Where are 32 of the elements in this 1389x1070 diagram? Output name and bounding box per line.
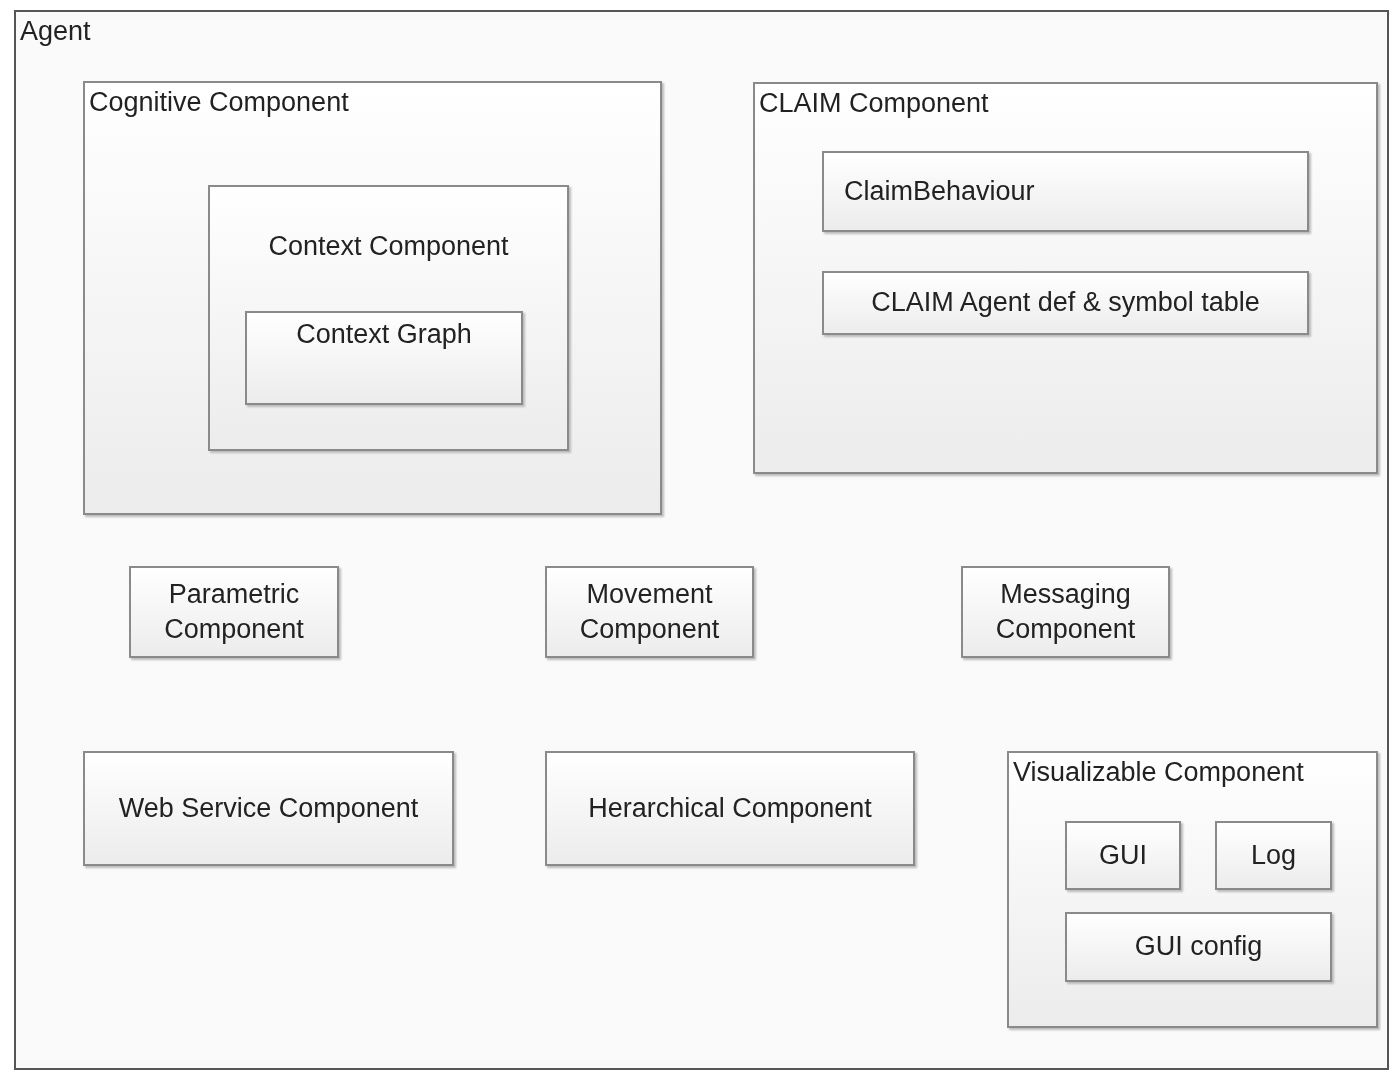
component-box [545, 566, 754, 658]
component-label: Context Component [267, 230, 510, 263]
component-container [208, 185, 569, 451]
component-label: Log [1249, 838, 1298, 872]
component-label: Cognitive Component [89, 86, 349, 119]
component-container [83, 81, 662, 515]
component-box [1215, 821, 1332, 890]
component-label: CLAIM Component [759, 87, 989, 120]
component-label: Context Graph [295, 318, 473, 351]
component-label: Movement Component [578, 577, 721, 646]
component-box [1065, 912, 1332, 982]
component-container [1007, 751, 1378, 1028]
component-box [129, 566, 339, 658]
component-box [822, 151, 1309, 232]
component-label: Web Service Component [117, 791, 420, 825]
component-box [1065, 821, 1181, 890]
component-box [545, 751, 915, 866]
component-container [753, 82, 1378, 474]
component-label: GUI [1098, 838, 1148, 872]
component-label: Herarchical Component [587, 791, 873, 825]
component-label: Agent [20, 15, 91, 48]
component-label: Visualizable Component [1013, 756, 1304, 789]
component-box [822, 271, 1309, 335]
component-label: CLAIM Agent def & symbol table [870, 286, 1261, 320]
component-label: GUI config [1133, 930, 1264, 964]
component-box [245, 311, 523, 405]
component-label: Parametric Component [163, 577, 305, 646]
agent-container [14, 10, 1389, 1070]
component-label: ClaimBehaviour [844, 174, 1036, 208]
component-box [961, 566, 1170, 658]
component-box [83, 751, 454, 866]
component-label: Messaging Component [994, 577, 1137, 646]
